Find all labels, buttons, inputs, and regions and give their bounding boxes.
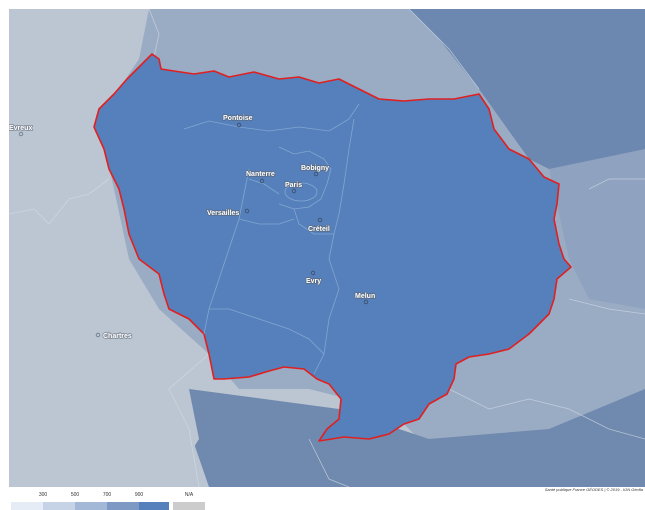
bobigny-marker[interactable] bbox=[313, 171, 319, 177]
versailles-marker[interactable] bbox=[244, 208, 250, 214]
legend-swatch-3 bbox=[75, 502, 107, 510]
legend-swatch-1 bbox=[11, 502, 43, 510]
city-label-paris: Paris bbox=[285, 182, 302, 189]
creteil-marker[interactable] bbox=[317, 217, 323, 223]
city-label-bobigny: Bobigny bbox=[301, 165, 329, 172]
legend-tick-na: N/A bbox=[184, 492, 194, 498]
background-region-southwest bbox=[9, 409, 209, 487]
city-label-pontoise: Pontoise bbox=[223, 115, 253, 122]
pontoise-marker[interactable] bbox=[236, 122, 242, 128]
paris-marker[interactable] bbox=[291, 188, 297, 194]
melun-marker[interactable] bbox=[363, 299, 369, 305]
city-label-evry: Evry bbox=[306, 278, 321, 285]
city-label-chartres: Chartres bbox=[103, 333, 132, 340]
neighbor-borders bbox=[9, 9, 645, 487]
legend-tick-300: 300 bbox=[38, 492, 48, 498]
evry-marker[interactable] bbox=[310, 270, 316, 276]
evreux-marker[interactable] bbox=[18, 131, 24, 137]
city-label-evreux: Evreux bbox=[9, 125, 32, 132]
map-canvas[interactable]: Pontoise Nanterre Bobigny Paris Versaill… bbox=[9, 9, 645, 487]
map-legend: 300 500 700 900 N/A bbox=[9, 492, 219, 510]
nanterre-marker[interactable] bbox=[259, 178, 265, 184]
ile-de-france-region[interactable] bbox=[93, 53, 572, 442]
background-region-northeast bbox=[409, 9, 645, 189]
background-region-east bbox=[549, 149, 645, 309]
legend-swatch-5 bbox=[139, 502, 169, 510]
map-credit: Santé publique France GÉODES | © 2019 - … bbox=[544, 487, 643, 492]
legend-swatch-4 bbox=[107, 502, 139, 510]
legend-tick-700: 700 bbox=[102, 492, 112, 498]
legend-swatch-na bbox=[173, 502, 205, 510]
city-labels: Pontoise Nanterre Bobigny Paris Versaill… bbox=[9, 114, 376, 341]
city-label-versailles: Versailles bbox=[207, 210, 239, 217]
background-region-south bbox=[169, 389, 645, 487]
map-svg: Pontoise Nanterre Bobigny Paris Versaill… bbox=[9, 9, 645, 487]
city-label-creteil: Créteil bbox=[308, 226, 330, 233]
city-markers bbox=[18, 122, 369, 338]
legend-swatch-2 bbox=[43, 502, 75, 510]
city-label-melun: Melun bbox=[355, 293, 375, 300]
legend-tick-900: 900 bbox=[134, 492, 144, 498]
city-label-nanterre: Nanterre bbox=[246, 171, 275, 178]
legend-tick-500: 500 bbox=[70, 492, 80, 498]
chartres-marker[interactable] bbox=[95, 332, 101, 338]
department-borders bbox=[183, 103, 360, 375]
